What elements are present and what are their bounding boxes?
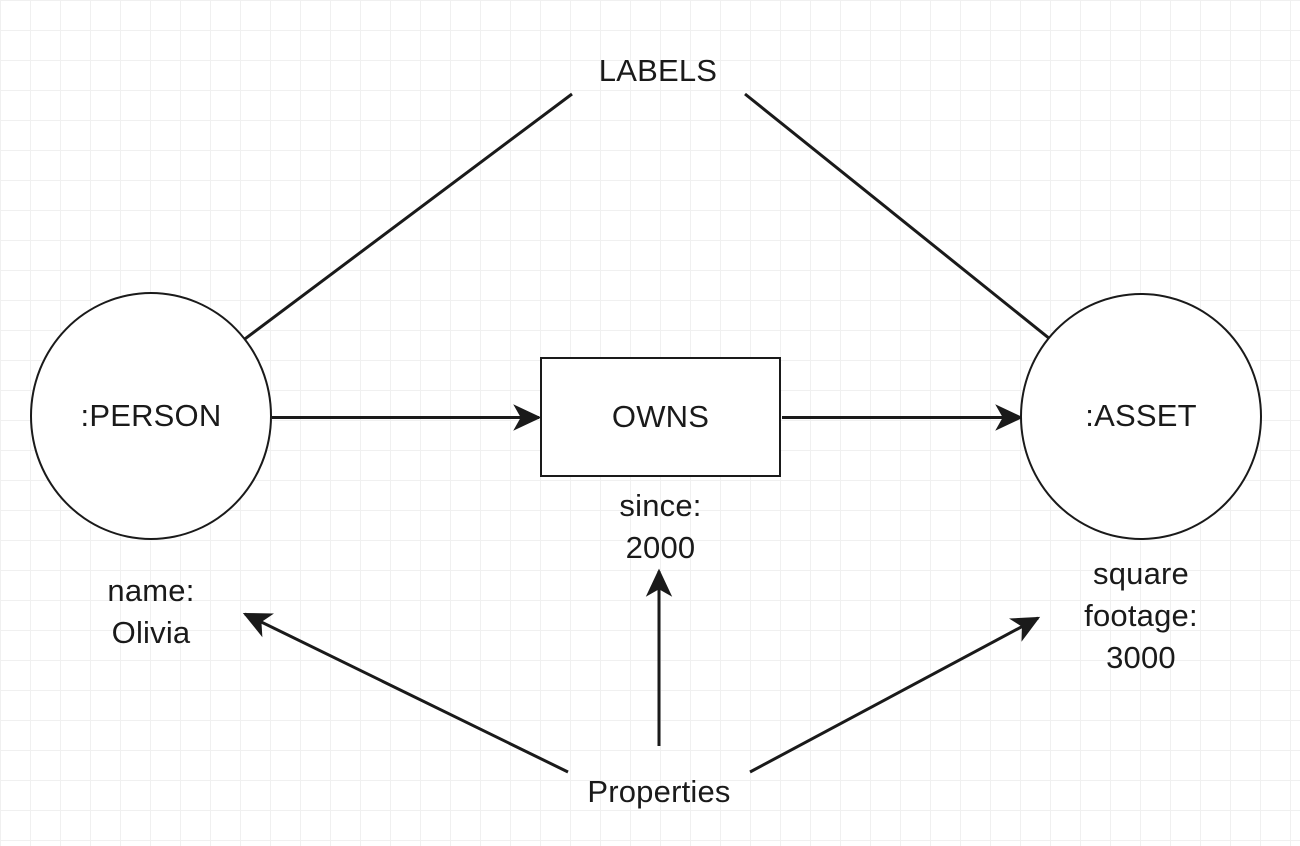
edge-labels-to-person — [180, 92, 573, 388]
node-person[interactable]: :PERSON — [30, 292, 272, 540]
owns-properties-text: since: 2000 — [619, 488, 702, 566]
asset-properties-text: square footage: 3000 — [1084, 556, 1198, 676]
node-owns[interactable]: OWNS — [540, 357, 781, 477]
edge-properties-to-asset-props — [749, 616, 1041, 774]
person-properties-text: name: Olivia — [107, 573, 195, 651]
node-asset[interactable]: :ASSET — [1020, 293, 1262, 540]
node-person-label: :PERSON — [80, 397, 222, 433]
edge-properties-to-person-props — [242, 612, 569, 774]
edge-labels-to-asset — [744, 92, 1108, 386]
node-asset-label: :ASSET — [1085, 398, 1197, 434]
labels-heading: LABELS — [598, 53, 718, 88]
node-owns-label: OWNS — [611, 398, 710, 434]
properties-heading: Properties — [587, 774, 731, 809]
